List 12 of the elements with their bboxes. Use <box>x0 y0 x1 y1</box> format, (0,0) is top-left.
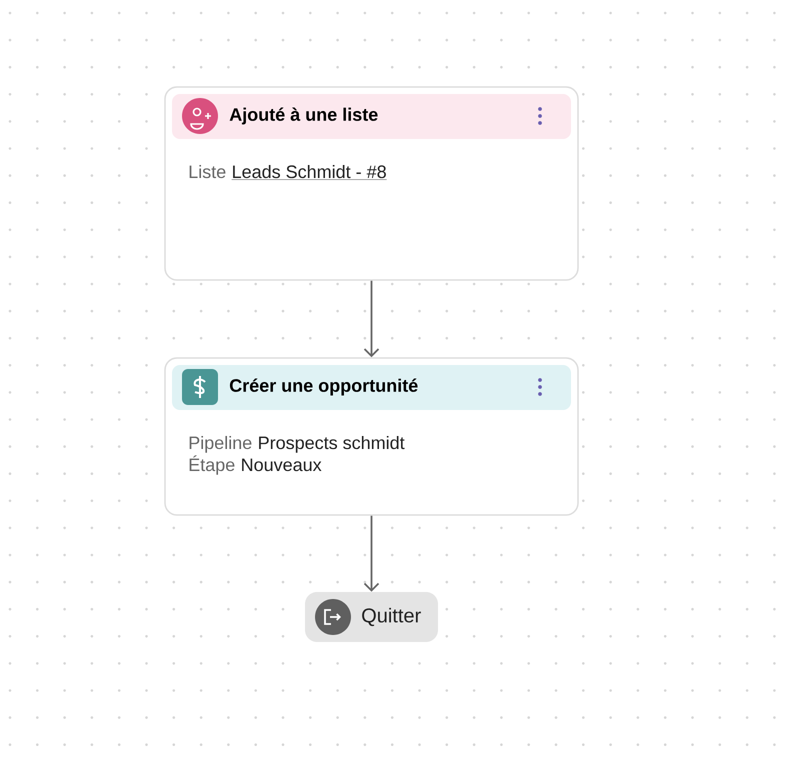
field-value: Prospects schmidt <box>259 436 405 453</box>
step-title: Créer une opportunité <box>230 378 418 396</box>
arrow <box>364 516 380 592</box>
arrow <box>364 280 380 358</box>
field-label: Liste <box>190 164 226 178</box>
step-title: Ajouté à une liste <box>230 108 378 124</box>
field-label: Étape <box>190 455 234 475</box>
link: Leads Schmidt - #8 <box>231 164 387 180</box>
step-card <box>164 357 579 516</box>
field-value: Nouveaux <box>242 458 322 472</box>
step-card <box>164 86 579 281</box>
field-label: Pipeline <box>190 436 252 453</box>
